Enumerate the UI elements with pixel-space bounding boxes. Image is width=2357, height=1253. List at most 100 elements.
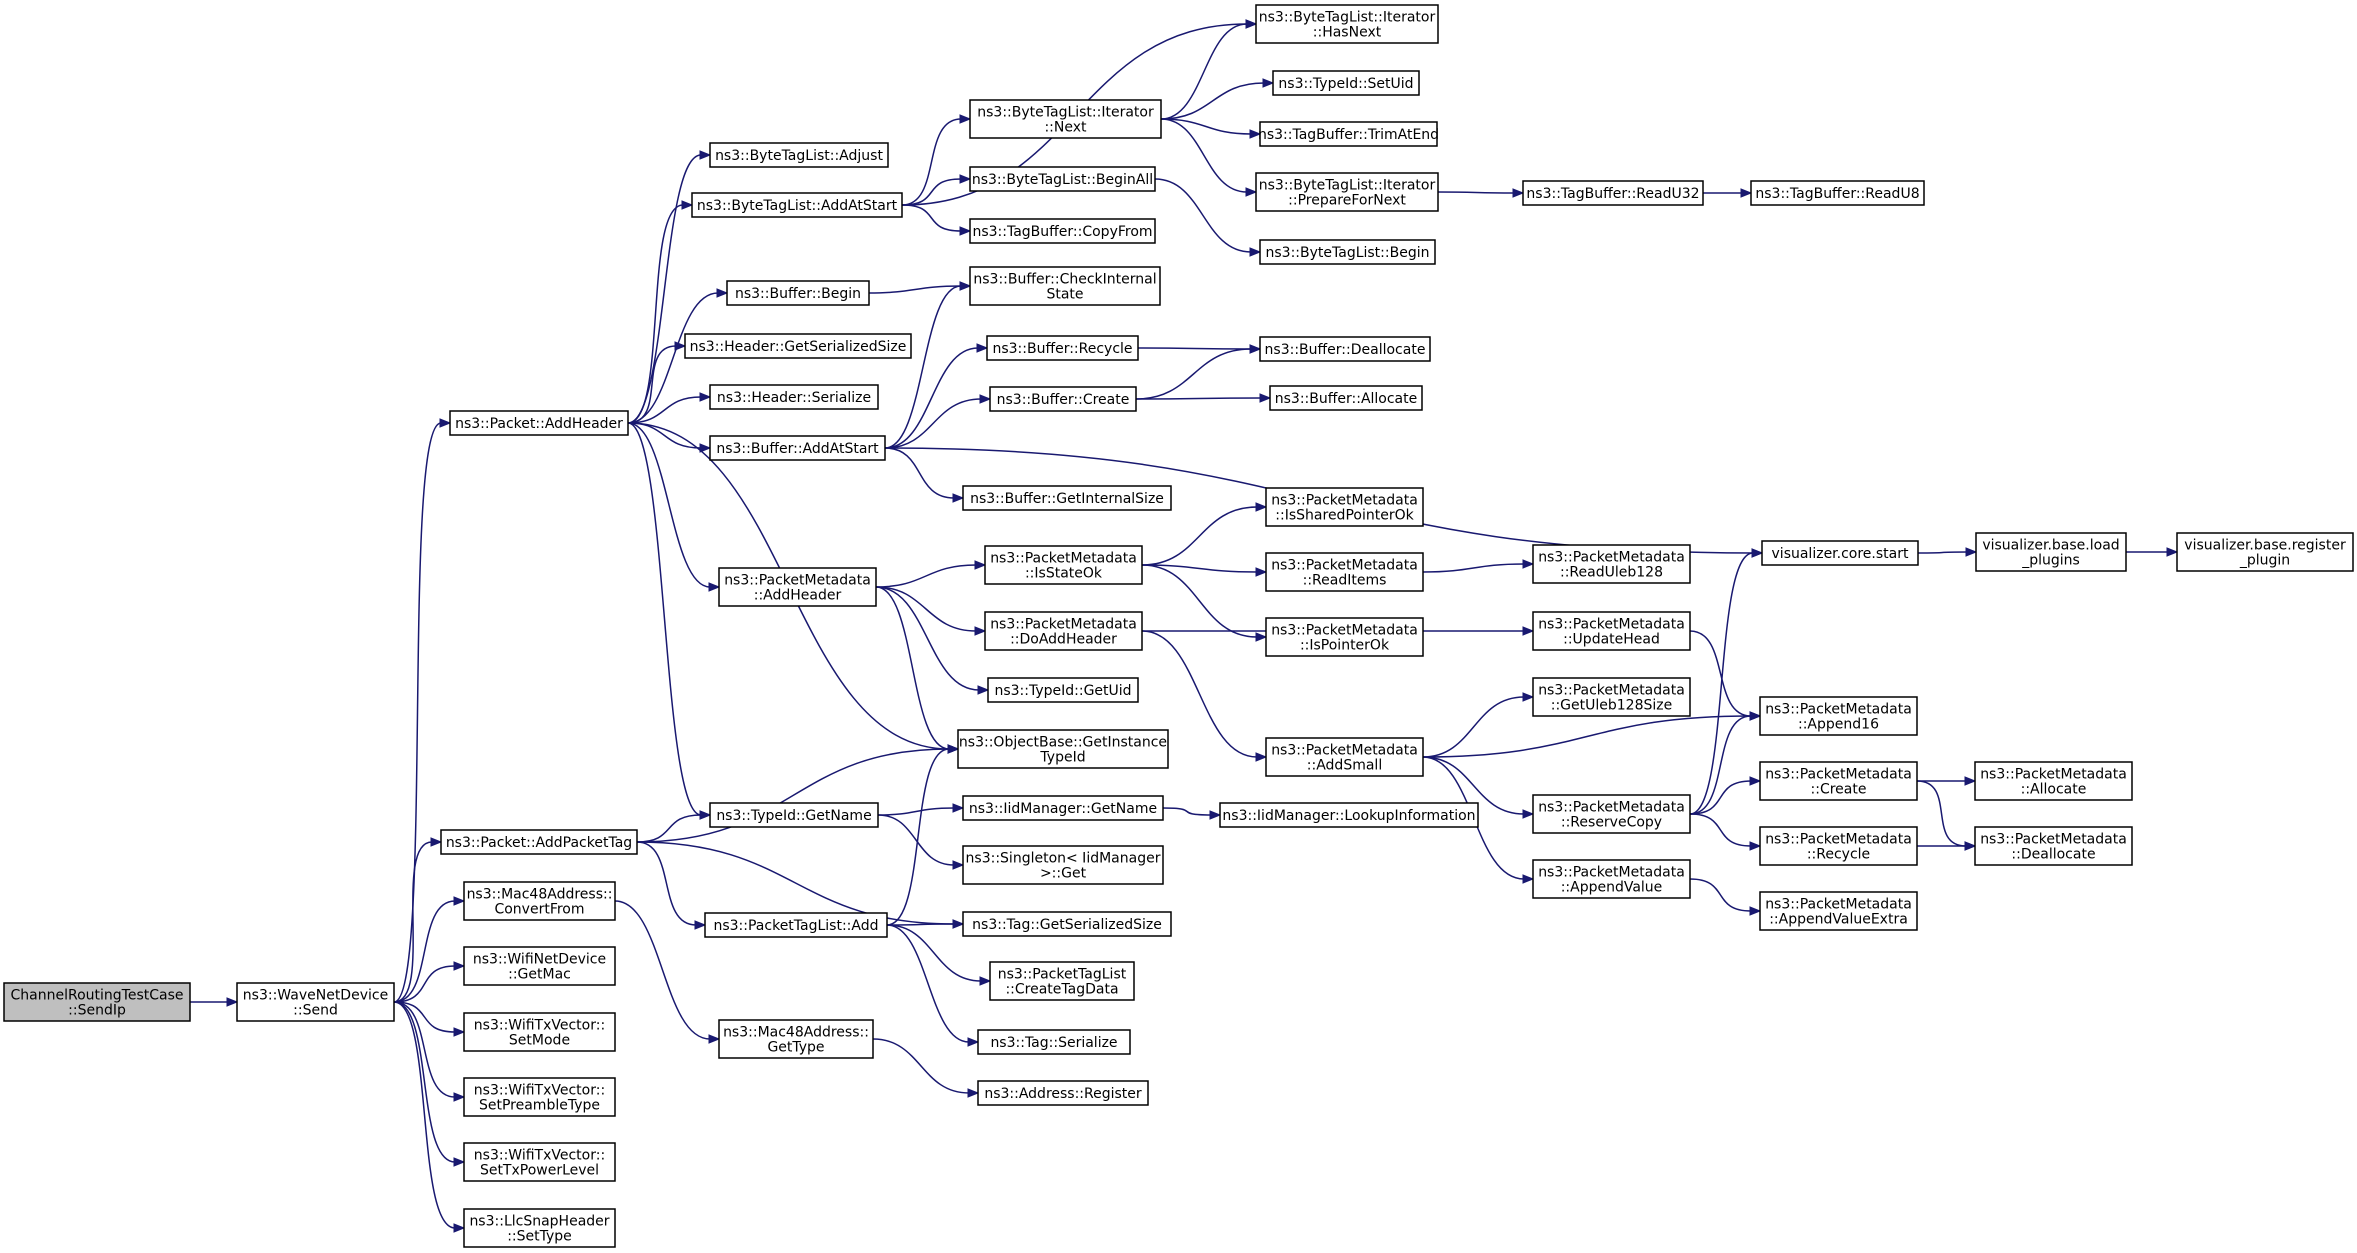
function-node-tag-serialize[interactable]: ns3::Tag::Serialize xyxy=(977,1029,1131,1055)
node-label: ns3::Buffer::GetInternalSize xyxy=(970,491,1164,507)
function-node-pm-allocate[interactable]: ns3::PacketMetadata::Allocate xyxy=(1974,761,2133,801)
function-node-pm-issharedptrok[interactable]: ns3::PacketMetadata::IsSharedPointerOk xyxy=(1265,487,1424,527)
call-edge-btli_next-to-btli_preparefornext xyxy=(1160,118,1258,197)
function-node-ptl-add[interactable]: ns3::PacketTagList::Add xyxy=(704,912,888,938)
function-node-mac48-convert[interactable]: ns3::Mac48Address::ConvertFrom xyxy=(463,881,616,921)
node-label: ns3::Header::Serialize xyxy=(717,390,871,406)
arrowhead-icon xyxy=(453,896,466,906)
function-node-wnd-send[interactable]: ns3::WaveNetDevice::Send xyxy=(236,982,395,1022)
call-edge-pm_reservecopy-to-viz_core_start xyxy=(1689,548,1764,815)
node-box xyxy=(1265,552,1424,592)
call-edge-btli_next-to-tid_setuid xyxy=(1160,78,1275,120)
node-label: ns3::PacketMetadata xyxy=(1538,550,1685,566)
function-node-txv-setmode[interactable]: ns3::WifiTxVector::SetMode xyxy=(463,1012,616,1052)
node-box xyxy=(1259,239,1436,265)
function-node-pm-updatehead[interactable]: ns3::PacketMetadata::UpdateHead xyxy=(1532,611,1691,651)
function-node-llc-settype[interactable]: ns3::LlcSnapHeader::SetType xyxy=(463,1208,616,1248)
edge-line xyxy=(1916,780,1967,847)
function-node-root[interactable]: ChannelRoutingTestCase::SendIp xyxy=(3,982,191,1022)
function-node-pkt-addpackettag[interactable]: ns3::Packet::AddPacketTag xyxy=(440,829,638,855)
call-edge-pm_addsmall-to-pm_append16 xyxy=(1422,711,1762,758)
arrowhead-icon xyxy=(952,803,965,813)
function-node-btl-begin[interactable]: ns3::ByteTagList::Begin xyxy=(1259,239,1436,265)
function-node-pm-recycle[interactable]: ns3::PacketMetadata::Recycle xyxy=(1759,826,1918,866)
node-box xyxy=(984,545,1143,585)
function-node-buf-begin[interactable]: ns3::Buffer::Begin xyxy=(726,280,870,306)
function-node-pm-getuleb[interactable]: ns3::PacketMetadata::GetUleb128Size xyxy=(1532,677,1691,717)
node-label: ::PrepareForNext xyxy=(1288,193,1406,209)
function-node-buf-allocate[interactable]: ns3::Buffer::Allocate xyxy=(1269,385,1423,411)
function-node-viz-base-load[interactable]: visualizer.base.load_plugins xyxy=(1975,532,2127,572)
function-node-tag-getsize[interactable]: ns3::Tag::GetSerializedSize xyxy=(962,911,1172,937)
node-label: ConvertFrom xyxy=(494,902,584,918)
function-node-buf-getinternalsize[interactable]: ns3::Buffer::GetInternalSize xyxy=(962,485,1172,511)
function-node-hdr-getsize[interactable]: ns3::Header::GetSerializedSize xyxy=(684,333,912,359)
function-node-addr-register[interactable]: ns3::Address::Register xyxy=(977,1080,1149,1106)
node-label: ns3::Buffer::Create xyxy=(997,392,1130,408)
function-node-pm-create[interactable]: ns3::PacketMetadata::Create xyxy=(1759,761,1918,801)
arrowhead-icon xyxy=(1245,187,1258,197)
function-node-buf-addatstart[interactable]: ns3::Buffer::AddAtStart xyxy=(709,435,886,461)
node-label: ns3::ByteTagList::AddAtStart xyxy=(697,198,898,214)
function-node-buf-create[interactable]: ns3::Buffer::Create xyxy=(989,386,1137,412)
function-node-btl-adjust[interactable]: ns3::ByteTagList::Adjust xyxy=(709,142,889,168)
function-node-pkt-addheader[interactable]: ns3::Packet::AddHeader xyxy=(449,410,629,436)
function-node-btli-hasnext[interactable]: ns3::ByteTagList::Iterator::HasNext xyxy=(1255,4,1439,44)
node-box xyxy=(1532,794,1691,834)
function-node-pm-addsmall[interactable]: ns3::PacketMetadata::AddSmall xyxy=(1265,737,1424,777)
arrowhead-icon xyxy=(1522,809,1535,819)
function-node-tb-readu32[interactable]: ns3::TagBuffer::ReadU32 xyxy=(1522,180,1704,206)
function-node-txv-setpreamble[interactable]: ns3::WifiTxVector::SetPreambleType xyxy=(463,1077,616,1117)
function-node-mac48-gettype[interactable]: ns3::Mac48Address::GetType xyxy=(718,1019,874,1059)
node-label: ns3::TagBuffer::ReadU32 xyxy=(1526,186,1699,202)
function-node-txv-setpower[interactable]: ns3::WifiTxVector::SetTxPowerLevel xyxy=(463,1142,616,1182)
function-node-iid-getname[interactable]: ns3::IidManager::GetName xyxy=(962,795,1164,821)
function-node-wifi-getmac[interactable]: ns3::WifiNetDevice::GetMac xyxy=(463,946,616,986)
node-label: ::IsPointerOk xyxy=(1300,638,1390,654)
function-node-pm-readuleb[interactable]: ns3::PacketMetadata::ReadUleb128 xyxy=(1532,544,1691,584)
node-box xyxy=(691,192,903,218)
function-node-tid-getname[interactable]: ns3::TypeId::GetName xyxy=(709,802,879,828)
function-node-hdr-serialize[interactable]: ns3::Header::Serialize xyxy=(709,384,879,410)
call-edge-buf_addatstart-to-buf_getinternalsize xyxy=(884,447,965,503)
function-node-btl-beginall[interactable]: ns3::ByteTagList::BeginAll xyxy=(969,166,1156,192)
function-node-buf-recycle[interactable]: ns3::Buffer::Recycle xyxy=(986,335,1139,361)
node-label: ns3::PacketMetadata xyxy=(1765,767,1912,783)
arrowhead-icon xyxy=(1749,776,1762,786)
function-node-btli-preparefornext[interactable]: ns3::ByteTagList::Iterator::PrepareForNe… xyxy=(1255,172,1439,212)
function-node-pm-addheader[interactable]: ns3::PacketMetadata::AddHeader xyxy=(718,567,877,607)
node-box xyxy=(718,567,877,607)
node-label: ns3::PacketMetadata xyxy=(1538,683,1685,699)
function-node-tb-readu8[interactable]: ns3::TagBuffer::ReadU8 xyxy=(1750,180,1925,206)
node-box xyxy=(962,911,1172,937)
node-box xyxy=(1265,617,1424,657)
arrowhead-icon xyxy=(1249,129,1262,139)
function-node-pm-deallocate[interactable]: ns3::PacketMetadata::Deallocate xyxy=(1974,826,2133,866)
function-node-pm-isstateok[interactable]: ns3::PacketMetadata::IsStateOk xyxy=(984,545,1143,585)
function-node-pm-readitems[interactable]: ns3::PacketMetadata::ReadItems xyxy=(1265,552,1424,592)
function-node-tid-getuid[interactable]: ns3::TypeId::GetUid xyxy=(987,677,1139,703)
arrowhead-icon xyxy=(1749,711,1762,721)
call-edge-pm_isstateok-to-pm_isptrok xyxy=(1141,564,1268,642)
function-node-pm-isptrok[interactable]: ns3::PacketMetadata::IsPointerOk xyxy=(1265,617,1424,657)
function-node-pm-appendvalue[interactable]: ns3::PacketMetadata::AppendValue xyxy=(1532,859,1691,899)
function-node-pm-appendvalueextra[interactable]: ns3::PacketMetadata::AppendValueExtra xyxy=(1759,891,1918,931)
function-node-iid-lookup[interactable]: ns3::IidManager::LookupInformation xyxy=(1219,802,1479,828)
function-node-singleton-get[interactable]: ns3::Singleton< IidManager>::Get xyxy=(962,845,1164,885)
function-node-tb-copyfrom[interactable]: ns3::TagBuffer::CopyFrom xyxy=(969,218,1156,244)
function-node-ptl-createtag[interactable]: ns3::PacketTagList::CreateTagData xyxy=(989,961,1135,1001)
function-node-btli-next[interactable]: ns3::ByteTagList::Iterator::Next xyxy=(969,99,1162,139)
function-node-tb-trimatend[interactable]: ns3::TagBuffer::TrimAtEnd xyxy=(1258,121,1439,147)
function-node-btl-addatstart[interactable]: ns3::ByteTagList::AddAtStart xyxy=(691,192,903,218)
function-node-pm-doaddheader[interactable]: ns3::PacketMetadata::DoAddHeader xyxy=(984,611,1143,651)
function-node-viz-core-start[interactable]: visualizer.core.start xyxy=(1761,540,1919,566)
function-node-pm-append16[interactable]: ns3::PacketMetadata::Append16 xyxy=(1759,696,1918,736)
function-node-buf-deallocate[interactable]: ns3::Buffer::Deallocate xyxy=(1259,336,1431,362)
function-node-viz-base-register[interactable]: visualizer.base.register_plugin xyxy=(2176,532,2354,572)
function-node-pm-reservecopy[interactable]: ns3::PacketMetadata::ReserveCopy xyxy=(1532,794,1691,834)
arrowhead-icon xyxy=(694,920,707,930)
function-node-tid-setuid[interactable]: ns3::TypeId::SetUid xyxy=(1272,70,1420,96)
node-label: ::ReserveCopy xyxy=(1561,815,1662,831)
